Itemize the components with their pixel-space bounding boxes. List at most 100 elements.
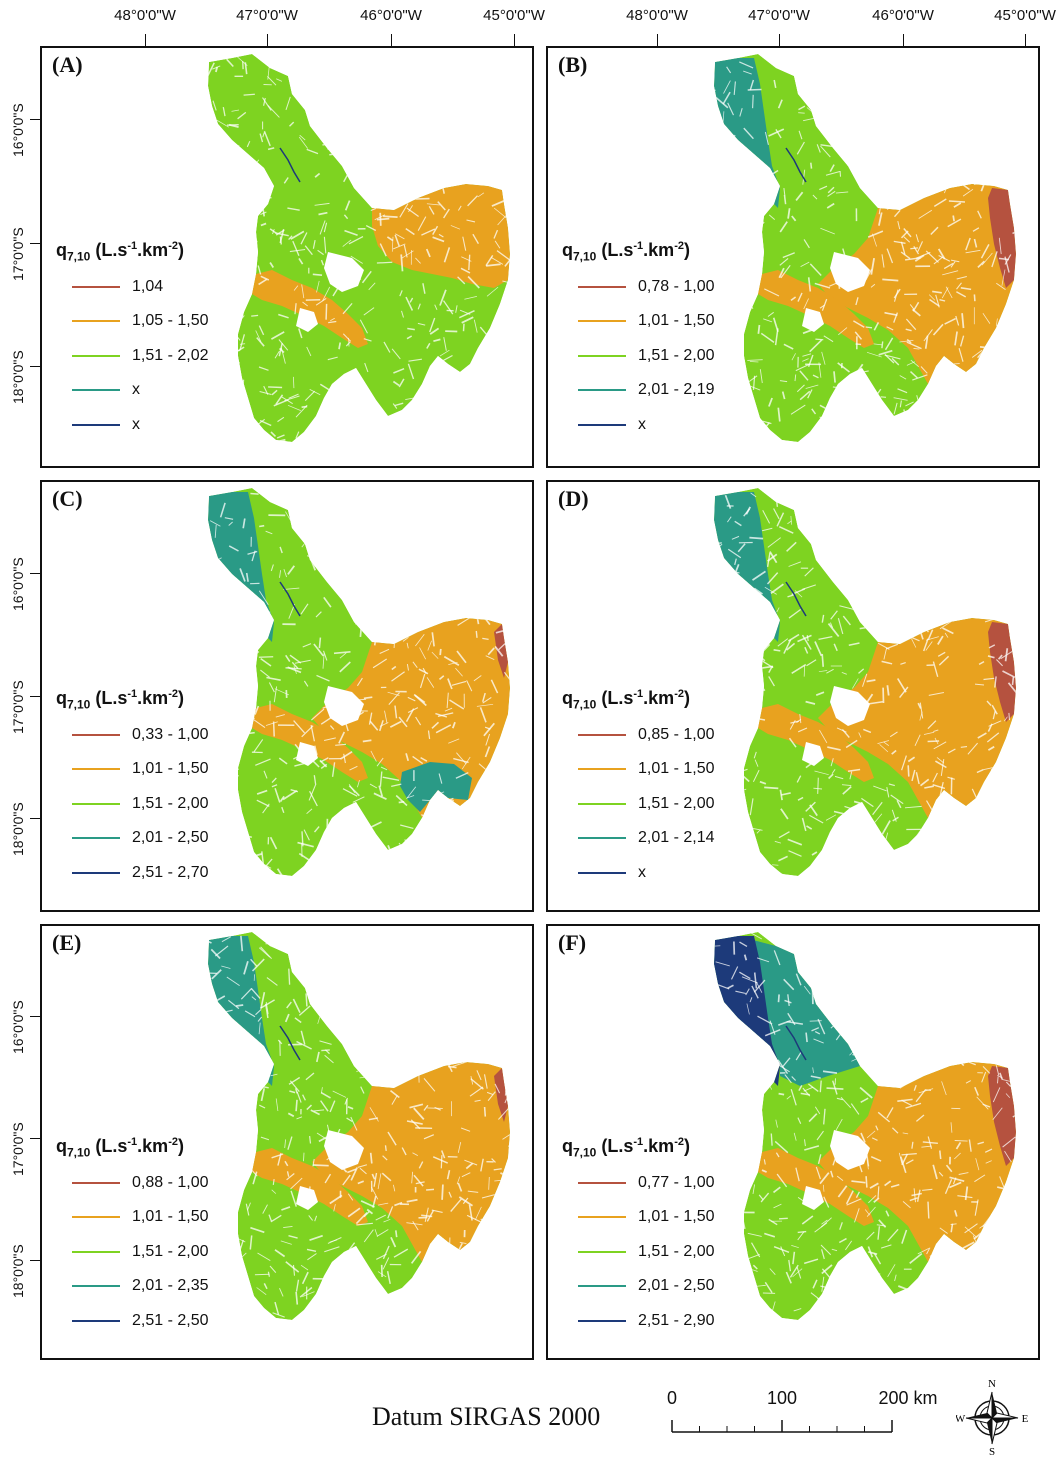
legend-item: 0,78 - 1,00 [562,270,752,305]
legend-label: 1,51 - 2,00 [132,1243,209,1261]
legend-title-unit-mid: .km [137,688,168,708]
legend-swatch [578,1285,626,1287]
legend-swatch [578,320,626,322]
legend-swatch [578,1216,626,1218]
longitude-tick [514,34,515,46]
legend-swatch [578,734,626,736]
legend-item: 0,88 - 1,00 [56,1166,246,1201]
compass-n: N [988,1378,996,1390]
legend-item: 1,51 - 2,02 [56,339,246,374]
legend-label: 0,77 - 1,00 [638,1174,715,1192]
legend-item: 1,05 - 1,50 [56,304,246,339]
legend: q7,10 (L.s-1.km-2) 0,33 - 1,00 1,01 - 1,50… [56,688,246,890]
legend-title-unit-close: ) [684,688,690,708]
latitude-tick [30,1016,40,1017]
legend-label: 2,51 - 2,70 [132,864,209,882]
panel-letter: (A) [52,52,83,78]
legend-swatch [578,286,626,288]
legend-swatch [578,1251,626,1253]
latitude-tick [30,1138,40,1139]
legend-item: x [56,373,246,408]
legend-title-sup2: -2 [674,688,684,700]
legend-label: 0,33 - 1,00 [132,726,209,744]
legend-title-unit-close: ) [178,688,184,708]
legend-item: 2,01 - 2,19 [562,373,752,408]
longitude-label: 45°0'0"W [483,7,545,24]
legend-title-q: q [56,240,67,260]
panel-letter: (C) [52,486,83,512]
legend-title-unit-mid: .km [643,1136,674,1156]
legend-label: 1,01 - 1,50 [132,1208,209,1226]
legend-title-sup1: -1 [633,1136,643,1148]
legend-item: 1,51 - 2,00 [562,339,752,374]
panel-letter: (E) [52,930,81,956]
legend-title-unit-mid: .km [643,240,674,260]
legend-title-sub: 7,10 [573,250,596,264]
legend-title-unit-open: (L.s [90,240,127,260]
legend-title-sub: 7,10 [67,698,90,712]
legend-item: 1,01 - 1,50 [56,752,246,787]
latitude-label: 18°0'0"S [10,802,26,856]
longitude-tick [391,34,392,46]
legend-title-unit-open: (L.s [596,240,633,260]
river-network [703,482,1029,889]
legend-swatch [578,872,626,874]
legend-swatch [72,1285,120,1287]
latitude-label: 17°0'0"S [10,227,26,281]
panel-letter: (D) [558,486,589,512]
latitude-tick [30,119,40,120]
legend-title-sup2: -2 [168,688,178,700]
legend-label: 1,51 - 2,02 [132,347,209,365]
legend-title: q7,10 (L.s-1.km-2) [562,688,752,712]
scale-bar: 0 100 200 km [660,1388,910,1438]
legend-item: 0,33 - 1,00 [56,718,246,753]
legend-swatch [72,1320,120,1322]
legend-item: x [562,856,752,891]
legend-title: q7,10 (L.s-1.km-2) [56,688,246,712]
legend-label: 1,05 - 1,50 [132,312,209,330]
legend-label: x [638,864,646,882]
legend-label: 0,85 - 1,00 [638,726,715,744]
legend-title-unit-open: (L.s [90,1136,127,1156]
longitude-tick [1025,34,1026,46]
legend-title: q7,10 (L.s-1.km-2) [56,240,246,264]
legend-title-unit-open: (L.s [90,688,127,708]
legend-item: 2,01 - 2,14 [562,821,752,856]
longitude-label: 45°0'0"W [994,7,1056,24]
legend-label: 0,88 - 1,00 [132,1174,209,1192]
latitude-tick [30,818,40,819]
legend-swatch [72,803,120,805]
legend-title-sup2: -2 [674,240,684,252]
legend-label: 2,01 - 2,50 [638,1277,715,1295]
legend-item: 1,51 - 2,00 [562,1235,752,1270]
longitude-tick [267,34,268,46]
legend-label: 1,51 - 2,00 [132,795,209,813]
legend-item: 1,51 - 2,00 [56,787,246,822]
scale-bar-graphic [660,1388,910,1438]
legend-title-unit-mid: .km [137,1136,168,1156]
longitude-tick [145,34,146,46]
legend-title-sub: 7,10 [573,698,596,712]
legend-title-unit-close: ) [684,240,690,260]
legend-label: 2,01 - 2,14 [638,829,715,847]
latitude-label: 17°0'0"S [10,1122,26,1176]
legend-swatch [72,389,120,391]
legend-swatch [72,768,120,770]
legend-swatch [72,286,120,288]
longitude-label: 46°0'0"W [360,7,422,24]
compass-s: S [989,1446,995,1456]
latitude-tick [30,366,40,367]
legend-label: 1,51 - 2,00 [638,795,715,813]
latitude-tick [30,573,40,574]
legend-title-q: q [562,1136,573,1156]
legend-swatch [578,803,626,805]
legend-swatch [72,1251,120,1253]
legend-swatch [72,837,120,839]
legend-title-unit-close: ) [178,240,184,260]
legend-item: 2,51 - 2,70 [56,856,246,891]
